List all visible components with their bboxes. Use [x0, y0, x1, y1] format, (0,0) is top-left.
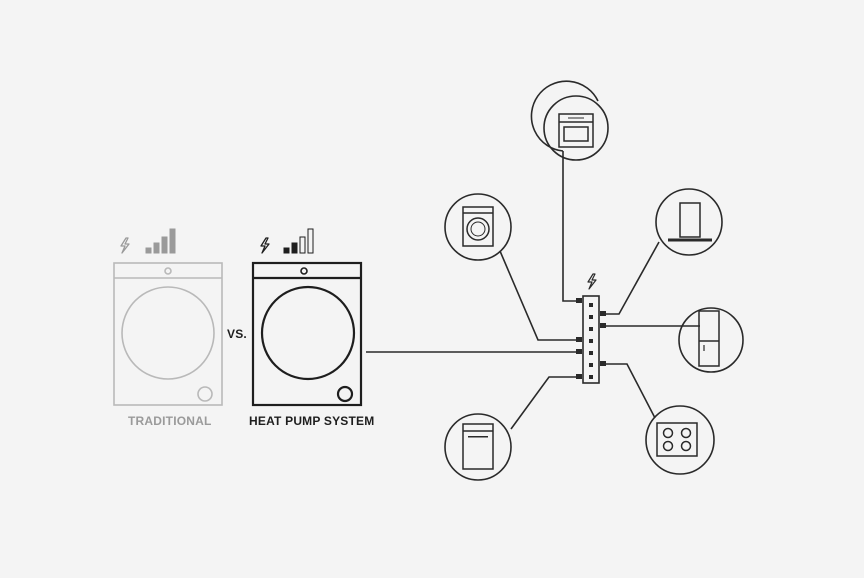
traditional-signal-bars — [145, 228, 176, 254]
traditional-lightning-icon — [120, 237, 130, 254]
cooktop-icon — [656, 422, 698, 457]
fridge-bubble — [678, 307, 744, 373]
heat-pump-label: HEAT PUMP SYSTEM — [249, 414, 375, 428]
oven-connection-line — [562, 151, 578, 302]
connection-lines — [366, 151, 700, 430]
traditional-signal-bar — [161, 236, 168, 254]
power-strip-lightning-icon — [587, 273, 597, 290]
dishwasher-bubble — [444, 413, 512, 481]
heat-pump-dryer — [251, 261, 363, 407]
dishwasher-connection-line — [510, 376, 578, 430]
vs-label: VS. — [227, 327, 247, 341]
dishwasher-icon — [462, 423, 494, 470]
heat-pump-lightning-icon — [260, 237, 270, 254]
power-strip — [576, 295, 606, 384]
heat-pump-signal-bar — [291, 242, 298, 254]
washer-connection-line — [499, 250, 578, 341]
heat-pump-signal-bar — [299, 236, 306, 254]
heat-pump-signal-bar — [283, 247, 290, 254]
traditional-signal-bar — [153, 242, 160, 254]
heat-pump-signal-bars — [283, 228, 314, 254]
traditional-label: TRADITIONAL — [128, 414, 212, 428]
oven-icon — [558, 113, 594, 148]
cooktop-connection-line — [604, 363, 656, 419]
cooktop-bubble — [645, 405, 715, 475]
oven-bubble — [530, 80, 609, 161]
washer-icon — [462, 206, 494, 247]
washer-bubble — [444, 193, 512, 261]
range-hood-bubble — [655, 188, 723, 256]
traditional-signal-bar — [169, 228, 176, 254]
hood-connection-line — [604, 241, 660, 315]
fridge-icon — [698, 310, 720, 367]
range-hood-icon — [668, 202, 712, 242]
traditional-dryer — [113, 262, 223, 406]
traditional-signal-bar — [145, 247, 152, 254]
heat-pump-signal-bar — [307, 228, 314, 254]
